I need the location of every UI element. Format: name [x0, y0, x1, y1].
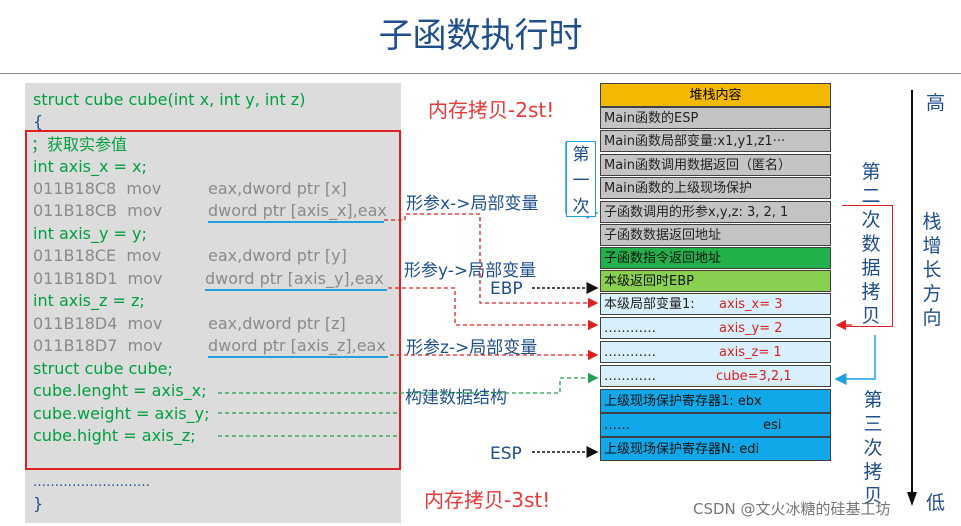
code-line-operand: eax,dword ptr [x] [208, 179, 347, 198]
high-label: 高 [926, 92, 946, 114]
stack-row: 子函数数据返回地址 [600, 224, 831, 246]
underline-axis-z [208, 356, 388, 358]
stack-row: 子函数调用的形参x,y,z: 3, 2, 1 [600, 201, 831, 223]
mem-copy-3-label: 内存拷贝-3st! [424, 488, 551, 512]
stack-row: Main函数局部变量:x1,y1,z1··· [600, 130, 831, 152]
first-copy-label: 第一次 [566, 141, 596, 217]
param-z-label: 形参z->局部变量 [406, 338, 538, 358]
low-label: 低 [926, 492, 946, 514]
stack-row: 本级局部变量1: axis_x= 3 [600, 293, 831, 315]
value-cube: cube=3,2,1 [716, 369, 792, 384]
watermark: CSDN @文火冰糖的硅基工坊 [693, 500, 891, 518]
code-line-operand: dword ptr [axis_x],eax [208, 201, 387, 220]
third-copy-label: 第三次拷贝 [863, 389, 883, 507]
code-line-hight: cube.hight = axis_z; [33, 426, 196, 445]
code-line-addr: 011B18D7 mov [33, 336, 163, 355]
code-line-axis-z: int axis_z = z; [33, 291, 145, 310]
stack-row: 子函数指令返回地址 [600, 247, 831, 269]
value-axis-y: axis_y= 2 [719, 321, 783, 336]
underline-axis-y [205, 289, 387, 291]
stack-row: ………… axis_z= 1 [600, 341, 831, 363]
code-line-axis-x: int axis_x = x; [33, 157, 147, 176]
code-line-addr: 011B18D4 mov [33, 314, 163, 333]
stack-row: Main函数的上级现场保护 [600, 177, 831, 199]
stack-row: ………… cube=3,2,1 [600, 365, 831, 387]
value-axis-x: axis_x= 3 [719, 297, 783, 312]
stack-row-label: ………… [604, 321, 656, 336]
stack-row: ………… axis_y= 2 [600, 317, 831, 339]
code-line-operand: dword ptr [axis_y],eax [205, 269, 384, 288]
title-divider [0, 73, 961, 74]
stack-row-label: 本级局部变量1: [604, 297, 695, 312]
code-line-addr: 011B18D1 mov [33, 269, 163, 288]
stack-row-label: …… [604, 418, 630, 433]
code-line-addr: 011B18CB mov [33, 201, 163, 220]
value-axis-z: axis_z= 1 [719, 345, 782, 360]
code-line-comment: ；获取实参值 [31, 135, 128, 154]
param-y-label: 形参y->局部变量 [404, 261, 537, 281]
stack-growth-label: 栈增长方向 [922, 211, 942, 329]
code-line-addr: 011B18CE mov [33, 246, 162, 265]
code-line-close-brace: } [33, 494, 44, 513]
underline-axis-x [208, 221, 384, 223]
stack-row: Main函数调用数据返回（匿名） [600, 154, 831, 176]
code-line-axis-y: int axis_y = y; [33, 224, 147, 243]
code-line-operand: eax,dword ptr [y] [208, 246, 347, 265]
code-line-weight: cube.weight = axis_y; [33, 404, 210, 423]
code-line-operand: eax,dword ptr [z] [208, 314, 346, 333]
second-copy-label: 第二次数据拷贝 [861, 161, 881, 327]
code-line-addr: 011B18C8 mov [33, 179, 162, 198]
code-line-signature: struct cube cube(int x, int y, int z) [33, 90, 306, 109]
code-line-length: cube.lenght = axis_x; [33, 381, 207, 400]
code-line-open-brace: { [33, 112, 44, 131]
stack-row: 上级现场保护寄存器N: edi [600, 437, 831, 461]
second-copy-bracket [842, 205, 893, 327]
stack-row-label: ………… [604, 369, 656, 384]
param-x-label: 形参x->局部变量 [406, 194, 539, 214]
ebp-label: EBP [490, 279, 523, 299]
code-line-operand: dword ptr [axis_z],eax [208, 336, 386, 355]
stack-row: 本级返回时EBP [600, 270, 831, 292]
stack-row: …… esi [600, 413, 831, 437]
code-line-struct-decl: struct cube cube; [33, 359, 173, 378]
stack-header: 堆栈内容 [600, 83, 831, 107]
esp-label: ESP [490, 444, 522, 464]
code-highlight-box [25, 130, 401, 470]
mem-copy-2-label: 内存拷贝-2st! [428, 98, 555, 122]
stack-row: 上级现场保护寄存器1: ebx [600, 389, 831, 413]
value-esi: esi [763, 418, 782, 433]
stack-row: Main函数的ESP [600, 107, 831, 129]
code-panel: struct cube cube(int x, int y, int z) { … [25, 83, 401, 523]
stack-row-label: ………… [604, 345, 656, 360]
page-title: 子函数执行时 [378, 16, 583, 56]
code-line-ellipsis: ……………………… [33, 475, 150, 490]
